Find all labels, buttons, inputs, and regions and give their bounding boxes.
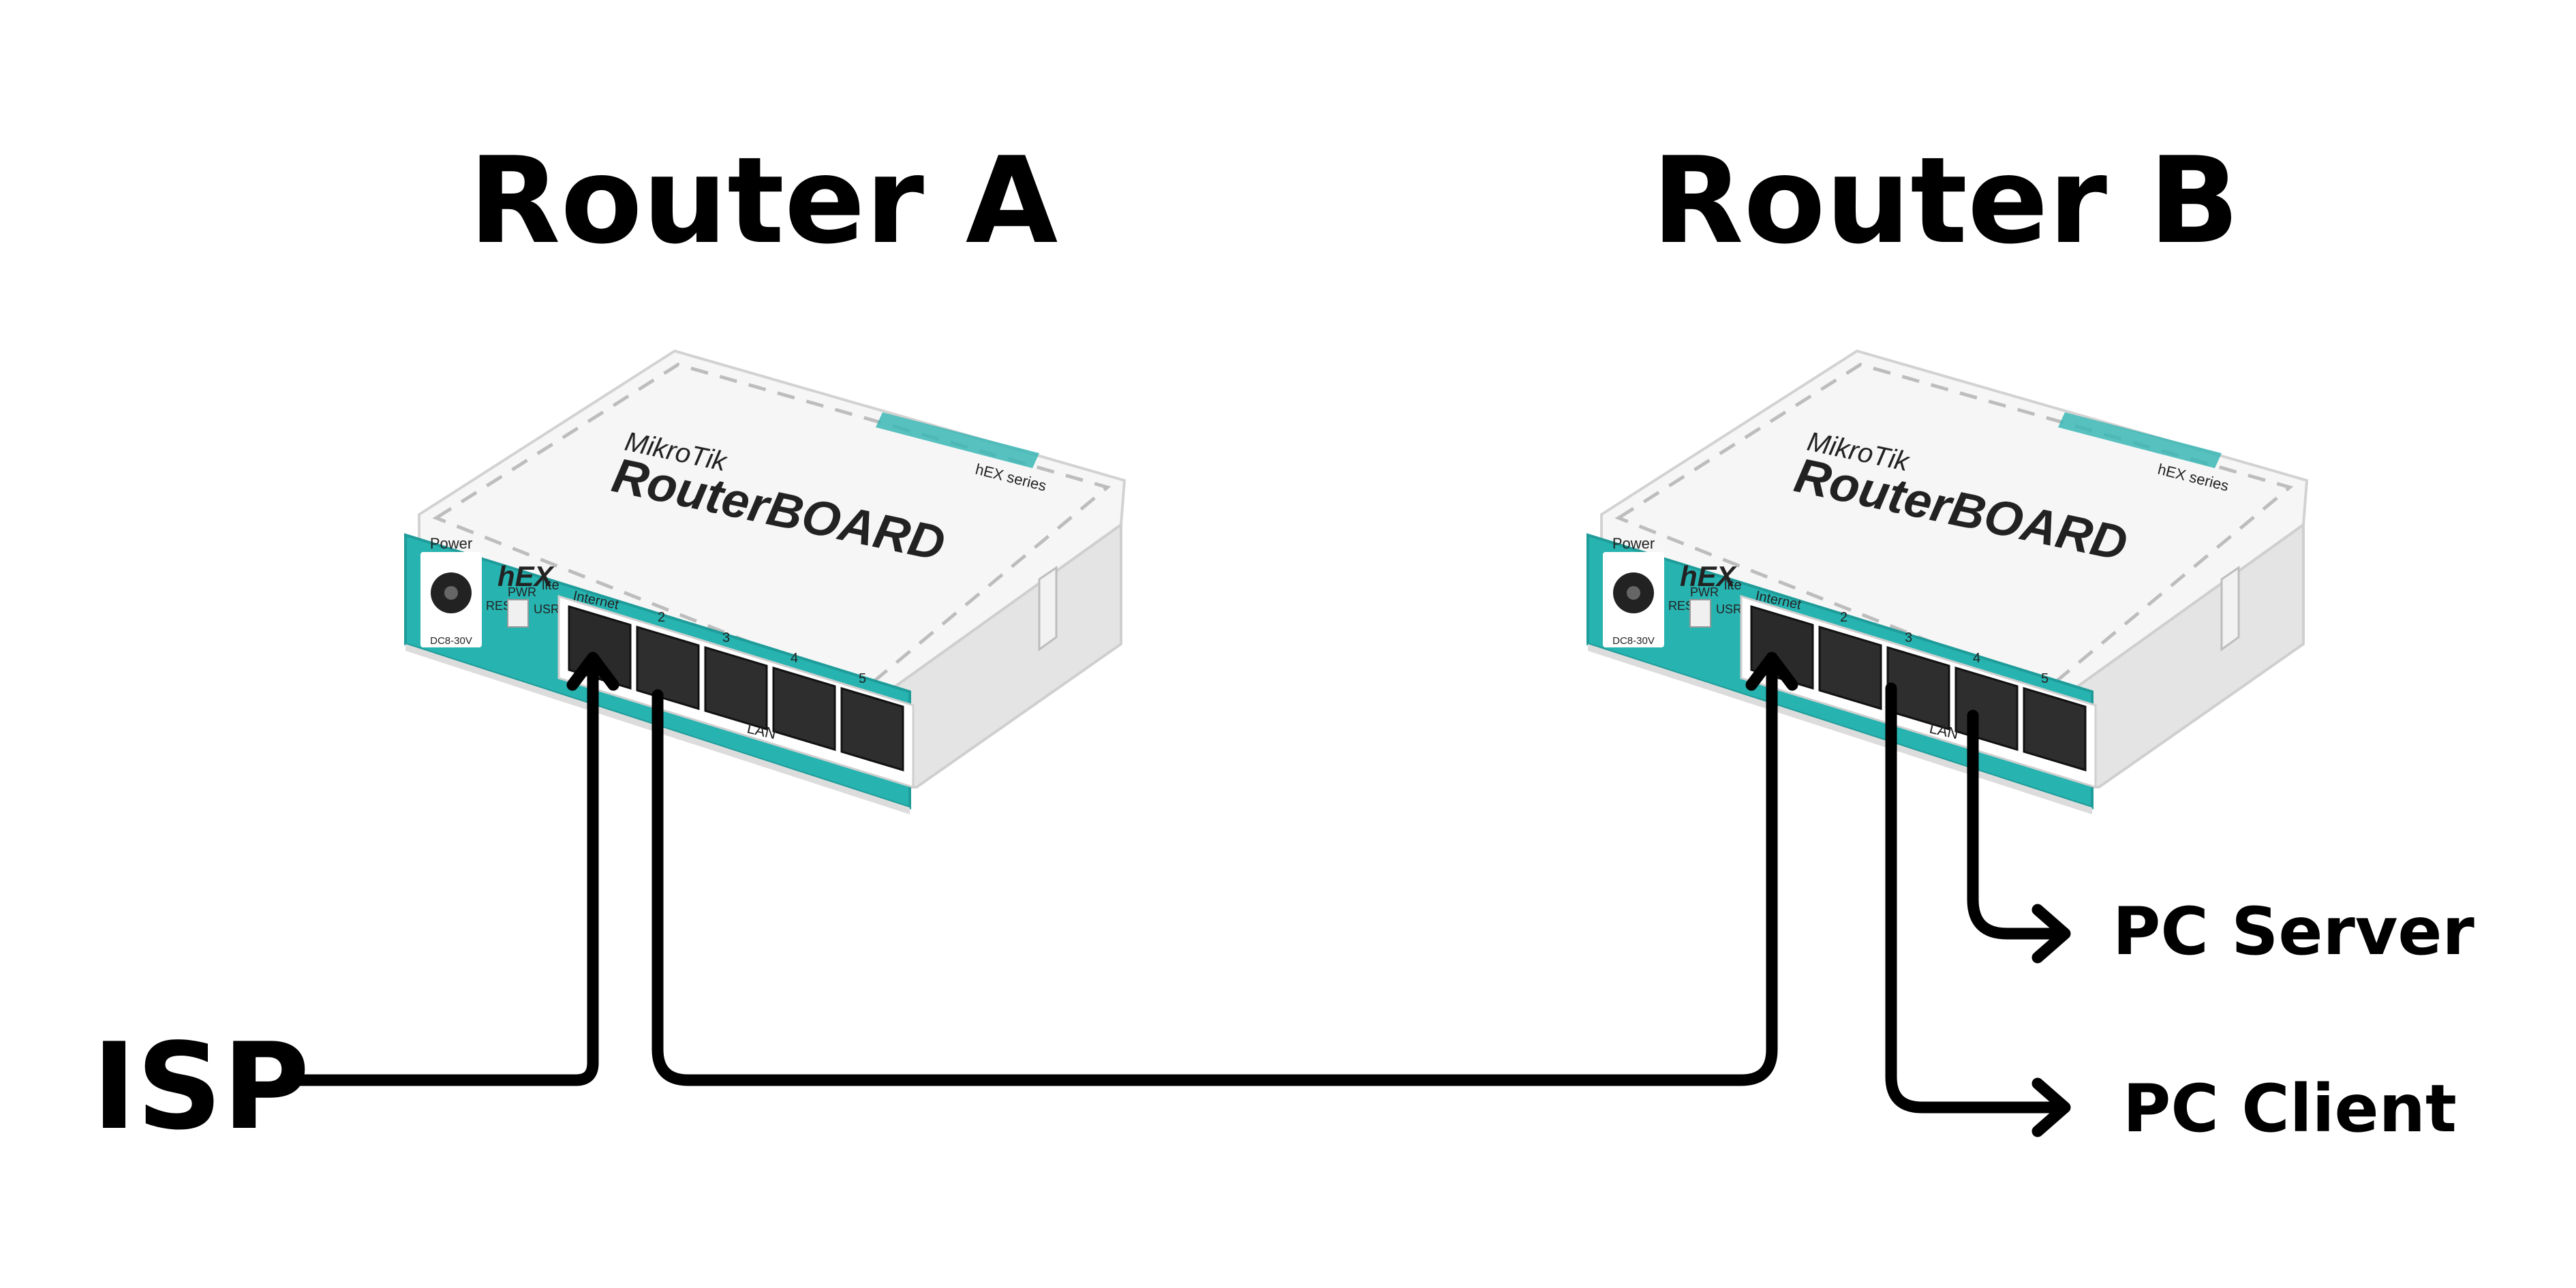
router-b-power-label: Power: [1612, 535, 1655, 552]
router-b-usr-label: USR: [1716, 602, 1742, 616]
router-a-port5-label: 5: [859, 671, 866, 686]
router-b-port-2[interactable]: [1818, 625, 1882, 711]
router-b-title: Router B: [1652, 132, 2240, 271]
router-b-port5-label: 5: [2041, 671, 2049, 686]
router-b-device: MikroTik RouterBOARD hEX series Power DC…: [1588, 351, 2307, 814]
router-b-model-suffix: lite: [1724, 578, 1742, 593]
router-a-pwr-led-icon: [507, 599, 529, 628]
router-b-pwr-label: PWR: [1690, 585, 1719, 599]
pc-server-arrow-icon: [2031, 904, 2071, 964]
router-b-power-spec: DC8-30V: [1612, 635, 1655, 647]
isp-to-router-a-arrow-icon: [566, 651, 619, 691]
router-a-port-3[interactable]: [704, 645, 768, 731]
router-a-port3-label: 3: [722, 630, 730, 645]
router-a-model: hEX: [497, 560, 555, 592]
router-a-port-4[interactable]: [772, 666, 836, 752]
router-a-pwr-label: PWR: [508, 585, 536, 599]
router-a-power-label: Power: [430, 535, 472, 552]
router-b-port3-label: 3: [1905, 630, 1912, 645]
router-b-port4-label: 4: [1973, 651, 1980, 666]
router-a-port-5[interactable]: [840, 686, 904, 772]
router-a-model-suffix: lite: [542, 578, 559, 593]
router-a-power-spec: DC8-30V: [430, 635, 472, 647]
router-a-to-router-b-arrow-icon: [1745, 651, 1798, 691]
router-a-port4-label: 4: [791, 651, 798, 666]
router-a-power-area: Power DC8-30V: [420, 535, 482, 647]
router-b-port-5[interactable]: [2023, 686, 2087, 772]
pc-server-label: PC Server: [2113, 893, 2475, 970]
router-a-to-router-b-wire: [651, 658, 1778, 1086]
router-a-device: MikroTik RouterBOARD hEX series Power DC…: [405, 351, 1124, 814]
router-b-pwr-led-icon: [1689, 599, 1711, 628]
isp-to-router-a-wire: [280, 658, 599, 1086]
router-a-res-label: RES: [486, 599, 511, 613]
pc-client-label: PC Client: [2123, 1071, 2457, 1147]
router-b-res-label: RES: [1668, 599, 1693, 613]
router-b-ports: [1750, 604, 2087, 772]
pc-client-arrow-icon: [2031, 1077, 2071, 1137]
router-b-power-area: Power DC8-30V: [1603, 535, 1664, 647]
router-a-usr-label: USR: [534, 602, 559, 616]
isp-label: ISP: [92, 1018, 309, 1156]
router-b-to-pc-client-wire: [1885, 682, 2068, 1114]
router-a-port2-label: 2: [658, 610, 665, 625]
router-a-title: Router A: [469, 132, 1058, 271]
router-b-model: hEX: [1680, 560, 1738, 592]
router-a-port-2[interactable]: [636, 625, 700, 711]
router-b-port2-label: 2: [1840, 610, 1847, 625]
router-b-to-pc-server-wire: [1967, 709, 2068, 940]
